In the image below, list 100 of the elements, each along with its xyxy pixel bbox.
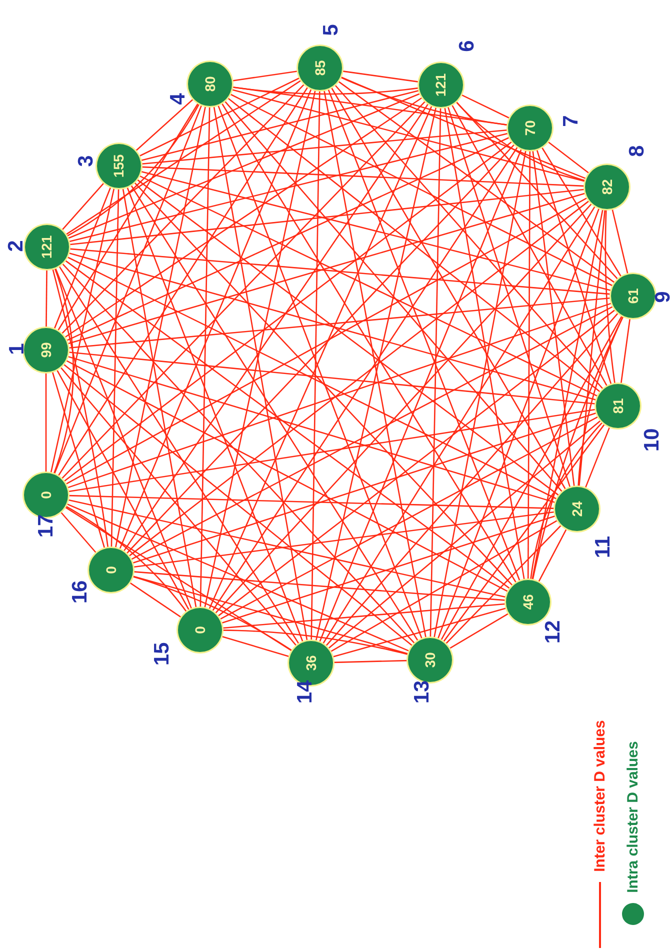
cluster-value: 30 [423,652,437,668]
connector-line [140,90,420,162]
cluster-value: 121 [434,73,448,97]
connector-line [578,316,624,488]
cluster-value: 36 [304,655,318,671]
connector-line [232,70,298,82]
connector-line [224,100,564,493]
connector-line [60,511,98,554]
cluster-circle [97,144,141,188]
cluster-value: 85 [313,60,327,76]
connector-line [310,90,320,642]
cluster-value: 121 [40,235,54,259]
cluster-number: 12 [542,620,564,644]
connector-line [222,603,506,629]
connector-line [231,88,586,182]
connector-line [217,308,616,618]
connector-line [128,582,182,618]
cluster-value: 99 [39,342,53,358]
connector-line [132,575,409,655]
cluster-number: 11 [592,536,614,558]
connector-line [130,306,614,560]
connector-line [126,144,516,554]
connector-line [64,505,188,613]
connector-line [122,188,197,608]
connector-line [114,105,206,549]
connector-line [68,408,596,492]
connector-line [66,256,558,500]
cluster-number: 17 [36,514,56,538]
connector-line [337,80,616,284]
connector-line [66,103,200,238]
connector-line [536,148,612,386]
connector-line [547,140,590,174]
connector-line [451,104,608,388]
connector-line [340,76,587,180]
connector-line [342,70,420,83]
connector-line [213,106,308,642]
connector-line [126,186,304,643]
legend-label: Inter cluster D values [592,720,608,872]
connector-line [64,197,588,485]
cluster-value: 70 [523,120,537,136]
cluster-value: 0 [39,491,53,499]
connector-line [332,660,408,664]
connector-line [220,515,556,624]
connector-line [130,184,419,642]
connector-line [52,268,109,548]
cluster-number: 13 [412,680,432,704]
cluster-circle [408,638,452,682]
connector-line [138,77,301,157]
connector-line [327,88,521,582]
connector-line [58,265,300,645]
cluster-circle [298,46,342,90]
connector-line [604,208,616,384]
connector-line [52,370,106,550]
cluster-circle [24,328,68,372]
connector-line [332,607,507,658]
cluster-value: 82 [600,179,614,195]
connector-line [60,83,306,335]
connector-line [50,187,115,474]
connector-line [444,524,562,645]
connector-line [136,178,560,496]
connector-line [532,150,575,488]
connector-line [325,312,619,647]
connector-line [68,297,612,349]
cluster-circle [419,63,463,107]
connector-line [134,182,514,586]
cluster-value: 24 [570,501,584,517]
connector-line [66,136,510,342]
connector-line [531,208,604,581]
connector-line [64,506,293,652]
cluster-number: 4 [168,93,188,105]
connector-line [110,188,120,548]
connector-line [62,363,414,647]
connector-line [204,89,316,609]
cluster-value: 61 [626,288,640,304]
connector-line [68,252,597,401]
connector-line [442,423,606,643]
cluster-number: 15 [152,642,172,666]
connector-line [140,129,508,165]
connector-line [68,352,596,404]
connector-line [584,426,610,489]
cluster-number: 14 [294,680,316,704]
connector-line [315,106,437,642]
connector-line [68,132,509,242]
connector-line [538,528,568,583]
cluster-circle [24,473,68,517]
connector-line [132,571,506,601]
connector-line [540,146,622,278]
cluster-circle [585,165,629,209]
connector-line [220,102,518,584]
connector-line [327,420,602,650]
cluster-number: 2 [6,240,26,252]
cluster-number: 3 [76,155,96,167]
connector-line [226,97,602,393]
cluster-value: 155 [112,154,126,178]
connector-line [132,412,598,564]
cluster-circle [611,274,655,318]
connector-line [334,84,604,390]
connector-line [118,88,312,550]
connector-line [66,302,612,489]
cluster-value: 46 [521,594,535,610]
